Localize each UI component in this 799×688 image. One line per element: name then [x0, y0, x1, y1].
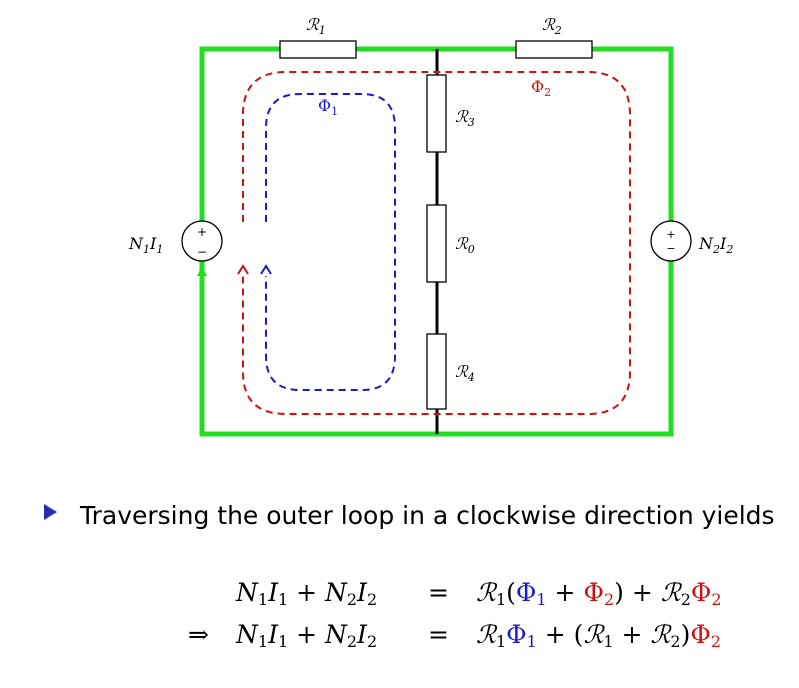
equation-1-rhs: ℛ1(Φ1 + Φ2) + ℛ2Φ2 — [476, 578, 722, 609]
bullet-triangle-icon — [44, 504, 57, 520]
source-right-plus: + — [666, 228, 675, 241]
flux-phi2-arrow — [237, 264, 249, 275]
reluctance-r1-box — [279, 40, 357, 59]
reluctance-r3-box — [426, 74, 447, 153]
equation-2-rhs: ℛ1Φ1 + (ℛ1 + ℛ2)Φ2 — [476, 620, 722, 651]
label-r1: ℛ1 — [306, 15, 326, 37]
equation-2-equals: = — [428, 620, 449, 649]
bullet-text: Traversing the outer loop in a clockwise… — [80, 501, 775, 530]
flux-phi1-path — [265, 93, 396, 391]
flux-phi1-arrow — [260, 264, 272, 275]
source-left-plus: + — [197, 225, 207, 239]
source-right-circle — [650, 220, 692, 262]
reluctance-r2-box — [515, 40, 593, 59]
equation-1-lhs: N1I1 + N2I2 — [236, 578, 378, 609]
reluctance-r4-box — [426, 333, 447, 410]
outer-loop-arrow — [197, 266, 207, 276]
equation-2-implies: ⇒ — [188, 620, 209, 649]
magnetic-circuit-diagram: + − + − ℛ1 ℛ2 ℛ3 ℛ0 ℛ4 Φ1 Φ2 N1I1 N2I2 — [128, 15, 733, 437]
source-left-circle — [181, 220, 223, 262]
equation-1-equals: = — [428, 578, 449, 607]
equation-2-lhs: N1I1 + N2I2 — [236, 620, 378, 651]
reluctance-r0-box — [426, 204, 447, 283]
label-source-left: N1I1 — [128, 234, 163, 256]
label-r4: ℛ4 — [455, 362, 475, 384]
label-source-right: N2I2 — [698, 234, 733, 256]
flux-phi2-path — [242, 71, 631, 415]
label-phi1: Φ1 — [318, 96, 338, 118]
label-r3: ℛ3 — [455, 107, 475, 129]
label-r0: ℛ0 — [455, 234, 475, 256]
label-r2: ℛ2 — [542, 15, 562, 37]
bullet-item: Traversing the outer loop in a clockwise… — [44, 496, 784, 536]
source-right-minus: − — [666, 242, 675, 255]
label-phi2: Φ2 — [531, 77, 551, 99]
source-left-minus: − — [197, 245, 207, 259]
